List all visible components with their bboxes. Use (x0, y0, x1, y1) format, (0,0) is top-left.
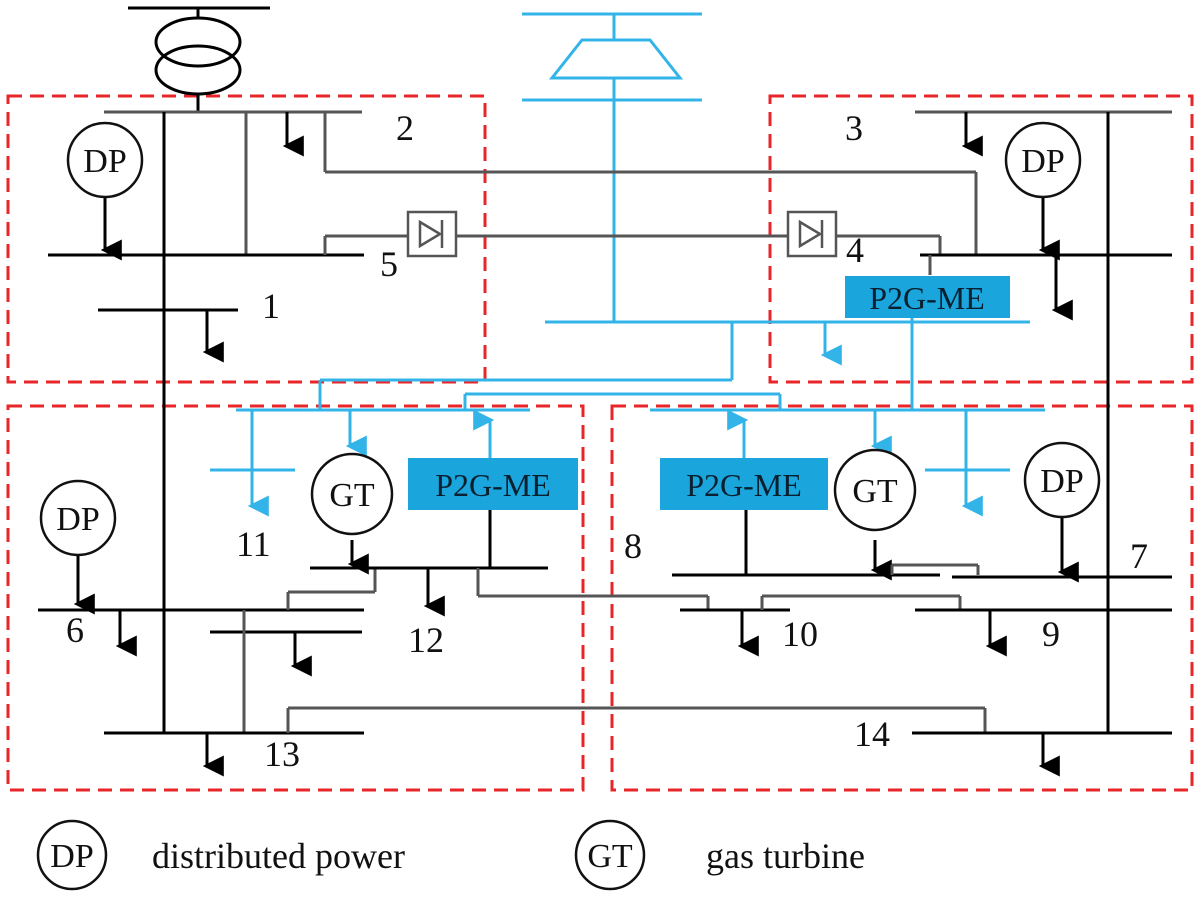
zone-top-left (6, 94, 487, 384)
bus-label-9: 9 (1042, 614, 1060, 654)
bus-label-14: 14 (854, 714, 890, 754)
bus-label-10: 10 (782, 614, 818, 654)
zone-bottom-right (610, 404, 1194, 792)
bus-label-6: 6 (66, 610, 84, 650)
dp-generator-bottom-right: DP (1023, 441, 1101, 519)
dp-generator-top-left: DP (66, 121, 144, 199)
gt-label: GT (329, 477, 375, 514)
bus-label-1: 1 (262, 286, 280, 326)
p2g-label: P2G-ME (435, 467, 551, 503)
legend-dp-text: distributed power (152, 836, 405, 876)
zone-boundaries (6, 94, 1194, 792)
bus-label-11: 11 (236, 524, 271, 564)
transformer-icon (128, 6, 270, 112)
bus-labels: 1 2 3 4 5 6 7 8 9 10 11 12 13 14 (66, 108, 1148, 774)
legend-gt-text: gas turbine (706, 836, 865, 876)
p2g-unit-bottom-right: P2G-ME (660, 458, 828, 510)
dp-label: DP (1040, 463, 1083, 500)
bus-label-7: 7 (1130, 536, 1148, 576)
p2g-unit-top: P2G-ME (845, 276, 1010, 318)
gt-turbine-left: GT (310, 452, 394, 536)
p2g-label: P2G-ME (869, 280, 985, 316)
bus-label-12: 12 (408, 620, 444, 660)
dp-label: DP (56, 501, 99, 538)
bus-label-8: 8 (624, 526, 642, 566)
zone-bottom-left (6, 404, 585, 792)
legend-dp-symbol: DP (50, 838, 93, 875)
bus-label-2: 2 (396, 108, 414, 148)
bus-label-3: 3 (845, 108, 863, 148)
bus-label-4: 4 (846, 230, 864, 270)
dp-generator-top-right: DP (1004, 121, 1082, 199)
legend-gt-symbol: GT (587, 838, 633, 875)
dp-generator-bottom-left: DP (39, 479, 117, 557)
legend: DP distributed power GT gas turbine (36, 819, 865, 891)
dp-label: DP (1021, 143, 1064, 180)
p2g-label: P2G-ME (686, 467, 802, 503)
bus-label-5: 5 (380, 244, 398, 284)
converter-icon-left (406, 210, 458, 258)
dp-label: DP (83, 143, 126, 180)
bus-label-13: 13 (264, 734, 300, 774)
gas-network (210, 318, 1045, 517)
gt-turbine-right: GT (833, 448, 917, 532)
zone-top-right (768, 94, 1194, 384)
p2g-unit-bottom-left: P2G-ME (408, 458, 578, 510)
power-network (38, 110, 1172, 777)
gas-compressor-icon (522, 12, 702, 322)
gt-label: GT (852, 473, 898, 510)
converter-icon-right (786, 210, 838, 258)
